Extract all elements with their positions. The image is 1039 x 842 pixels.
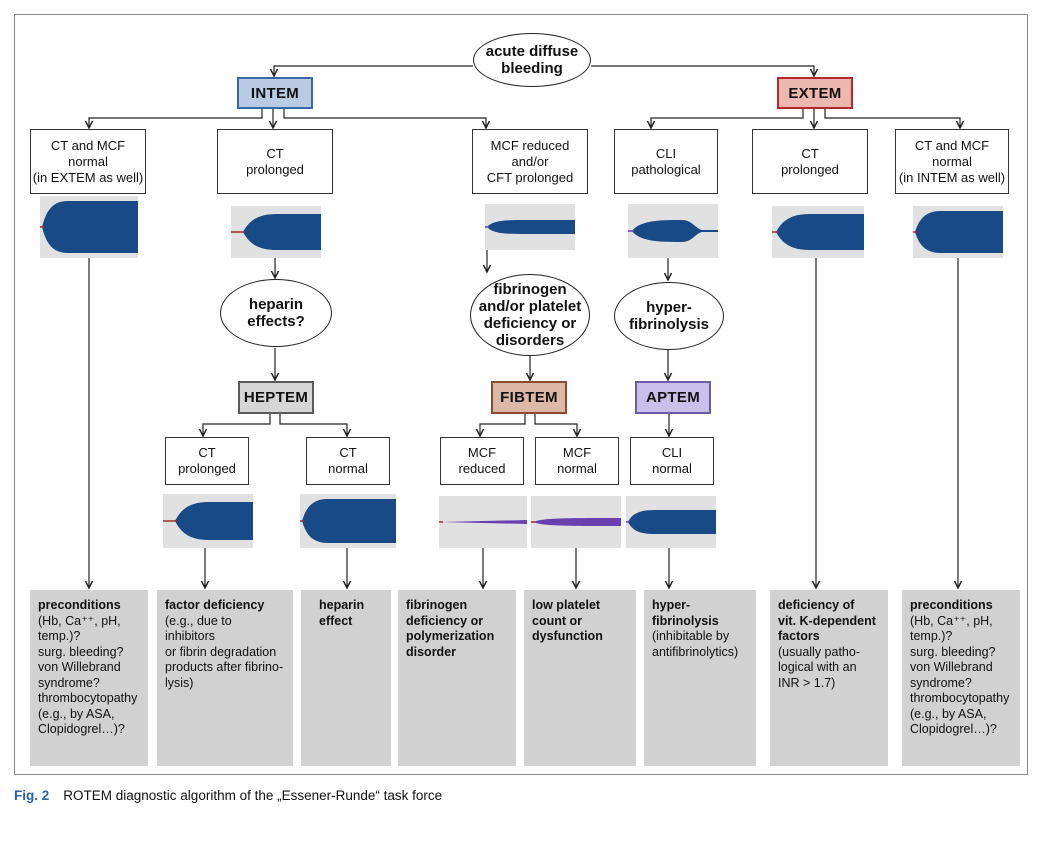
result-line: von Willebrand [38,660,121,674]
result-line: (e.g., due to inhibitors [165,613,232,644]
result-line: (e.g., by ASA, [910,706,987,721]
rotem-curve-10 [531,496,621,548]
caption-text: ROTEM diagnostic algorithm of the „Essen… [63,788,443,803]
result-lines: (Hb, Ca⁺⁺, pH,temp.)?surg. bleeding?von … [38,614,140,738]
rotem-curve-5 [772,206,864,258]
result-line: products after fibrino- [165,660,284,674]
result-line: Clopidogrel…)? [910,722,997,736]
result-line: thrombocytopathy [910,691,1010,705]
result-line: surg. bleeding? [38,644,124,659]
condition-box-c3: MCF reduced and/or CFT prolonged [472,129,588,194]
rotem-curve-7 [163,494,253,548]
result-line: Clopidogrel…)? [38,722,125,736]
rotem-curve-6 [913,206,1003,258]
intem-test-box: INTEM [237,77,313,109]
result-r3: heparin effect [301,590,391,766]
question-heparin-effects: heparin effects? [220,279,332,347]
result-title: heparin effect [319,598,365,628]
result-line: INR > 1.7) [778,675,836,690]
result-line: (inhibitable by [652,629,730,643]
result-line: (Hb, Ca⁺⁺, pH, [38,613,121,628]
rotem-curve-4 [628,204,718,258]
result-r8: preconditions (Hb, Ca⁺⁺, pH,temp.)?surg.… [902,590,1020,766]
start-node-acute-bleeding: acute diffuse bleeding [473,33,591,87]
rotem-curve-2 [231,206,321,258]
result-line: (Hb, Ca⁺⁺, pH, [910,613,993,628]
question-fibrinogen-platelet: fibrinogen and/or platelet deficiency or… [470,274,590,356]
result-r1: preconditions (Hb, Ca⁺⁺, pH,temp.)?surg.… [30,590,148,766]
result-line: von Willebrand [910,660,993,674]
clot-firmness-trace [302,499,396,543]
condition-box-f2: MCF normal [535,437,619,485]
condition-box-a1: CLI normal [630,437,714,485]
result-r5: low platelet count or dysfunction [524,590,636,766]
clot-firmness-trace [441,520,527,524]
clot-firmness-trace [533,518,621,526]
aptem-test-box: APTEM [635,381,711,414]
condition-box-c1: CT and MCF normal (in EXTEM as well) [30,129,146,194]
result-title: preconditions [910,598,993,612]
result-line: or fibrin degradation [165,644,277,659]
result-line: (e.g., by ASA, [38,706,115,721]
result-line: (usually patho- [778,644,860,659]
rotem-curve-1 [40,196,138,258]
fibtem-test-box: FIBTEM [491,381,567,414]
condition-box-h1: CT prolonged [165,437,249,485]
result-title: fibrinogen deficiency or polymerization … [406,598,495,659]
rotem-curve-8 [300,494,396,548]
result-line: antifibrinolytics) [652,644,739,659]
extem-test-box: EXTEM [777,77,853,109]
result-line: temp.)? [910,629,953,643]
condition-box-c5: CT prolonged [752,129,868,194]
start-line-2: bleeding [501,60,563,77]
heptem-test-box: HEPTEM [238,381,314,414]
condition-box-c4: CLI pathological [614,129,718,194]
result-line: temp.)? [38,629,81,643]
start-line-1: acute diffuse [485,43,579,60]
clot-firmness-trace [42,201,138,253]
question-hyperfibrinolysis: hyper- fibrinolysis [614,282,724,350]
rotem-curve-11 [626,496,716,548]
clot-firmness-trace [776,214,864,250]
condition-box-h2: CT normal [306,437,390,485]
clot-firmness-trace [175,502,253,540]
condition-box-c6: CT and MCF normal (in INTEM as well) [895,129,1009,194]
result-line: syndrome? [38,675,100,690]
result-line: logical with an [778,660,857,674]
result-title: hyper- fibrinolysis [652,598,719,628]
rotem-curve-3 [485,204,575,250]
result-line: lysis) [165,675,194,690]
clot-firmness-trace [632,220,718,242]
condition-box-c2: CT prolonged [217,129,333,194]
condition-box-f1: MCF reduced [440,437,524,485]
clot-firmness-trace [915,211,1003,253]
clot-firmness-trace [628,510,716,534]
figure-caption: Fig. 2 ROTEM diagnostic algorithm of the … [14,788,442,803]
result-title: preconditions [38,598,121,612]
result-title: low platelet count or dysfunction [532,598,603,643]
result-title: factor deficiency [165,598,265,612]
clot-firmness-trace [243,214,321,250]
result-lines: (Hb, Ca⁺⁺, pH,temp.)?surg. bleeding?von … [910,614,1012,738]
result-line: thrombocytopathy [38,691,138,705]
result-line: syndrome? [910,675,972,690]
result-title: deficiency of vit. K-dependent factors [778,598,876,643]
result-line: surg. bleeding? [910,644,996,659]
clot-firmness-trace [487,220,575,234]
result-r2: factor deficiency (e.g., due to inhibito… [157,590,293,766]
rotem-curve-9 [439,496,527,548]
result-r4: fibrinogen deficiency or polymerization … [398,590,516,766]
caption-label: Fig. 2 [14,788,50,803]
result-r7: deficiency of vit. K-dependent factors (… [770,590,888,766]
